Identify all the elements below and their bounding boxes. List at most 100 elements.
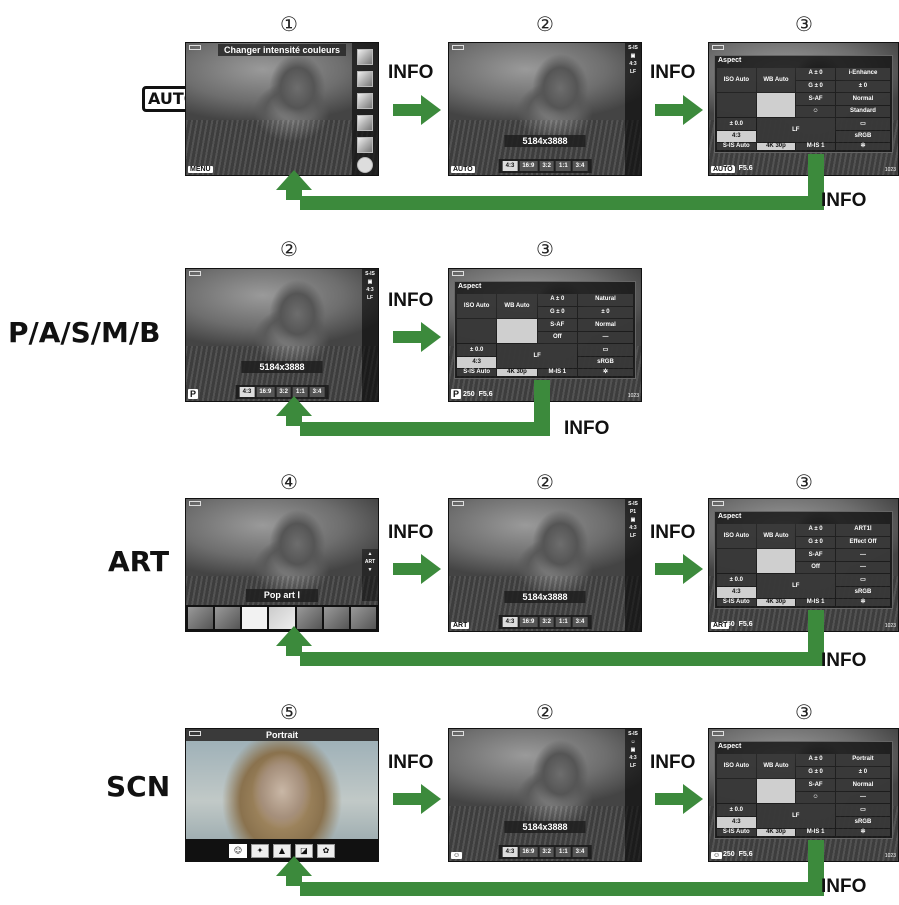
- settings-cell[interactable]: ✲: [836, 599, 890, 606]
- video-cell[interactable]: 4K 30p: [757, 143, 796, 150]
- wb-a-cell[interactable]: A ± 0: [796, 524, 835, 536]
- flash-mode-cell[interactable]: [717, 93, 756, 117]
- ratio-cell[interactable]: 4:3: [717, 817, 756, 829]
- quality-cell[interactable]: LF: [757, 574, 835, 598]
- flash-comp-cell[interactable]: ± 0.0: [717, 574, 756, 586]
- saturation-cell[interactable]: ± 0: [836, 767, 890, 779]
- video-cell[interactable]: 4K 30p: [497, 369, 536, 376]
- gradation-cell[interactable]: Normal: [836, 93, 890, 105]
- iso-cell[interactable]: ISO Auto: [717, 524, 756, 548]
- wb-a-cell[interactable]: A ± 0: [796, 754, 835, 766]
- art-filter-thumb[interactable]: [242, 607, 267, 629]
- dash-cell[interactable]: —: [578, 332, 633, 344]
- settings-cell[interactable]: ✲: [578, 369, 633, 376]
- af-area-cell[interactable]: [757, 93, 796, 117]
- colorspace-cell[interactable]: sRGB: [836, 817, 890, 829]
- drive-cell[interactable]: ▭: [836, 804, 890, 816]
- drive-cell[interactable]: ▭: [836, 118, 890, 130]
- face-cell[interactable]: ☺: [796, 106, 835, 118]
- sis-cell[interactable]: S-IS Auto: [717, 829, 756, 836]
- mis-cell[interactable]: M-IS 1: [538, 369, 577, 376]
- video-cell[interactable]: 4K 30p: [757, 829, 796, 836]
- drive-cell[interactable]: ▭: [836, 574, 890, 586]
- mis-cell[interactable]: M-IS 1: [796, 829, 835, 836]
- face-cell[interactable]: Off: [538, 332, 577, 344]
- wb-a-cell[interactable]: A ± 0: [538, 294, 577, 306]
- colorspace-cell[interactable]: sRGB: [836, 587, 890, 599]
- wb-a-cell[interactable]: A ± 0: [796, 68, 835, 80]
- face-cell[interactable]: ☺: [796, 792, 835, 804]
- quality-cell[interactable]: LF: [757, 804, 835, 828]
- colorspace-cell[interactable]: sRGB: [578, 357, 633, 369]
- picture-mode-cell[interactable]: Portrait: [836, 754, 890, 766]
- mis-cell[interactable]: M-IS 1: [796, 143, 835, 150]
- picture-mode-cell[interactable]: Natural: [578, 294, 633, 306]
- af-mode-cell[interactable]: S-AF: [796, 779, 835, 791]
- standard-cell[interactable]: Standard: [836, 106, 890, 118]
- portrait-scene-icon[interactable]: ☺: [229, 844, 247, 858]
- sis-cell[interactable]: S-IS Auto: [717, 143, 756, 150]
- flash-mode-cell[interactable]: [717, 549, 756, 573]
- super-control-panel[interactable]: Aspect ISO Auto WB Auto A ± 0 i-Enhance …: [714, 55, 893, 153]
- art-effect-cell[interactable]: Effect Off: [836, 537, 890, 549]
- flash-mode-cell[interactable]: [457, 319, 496, 343]
- sis-cell[interactable]: S-IS Auto: [717, 599, 756, 606]
- af-area-cell[interactable]: [757, 549, 796, 573]
- aspect-option[interactable]: 4:3: [240, 387, 255, 397]
- iso-cell[interactable]: ISO Auto: [457, 294, 496, 318]
- flash-comp-cell[interactable]: ± 0.0: [717, 804, 756, 816]
- wb-g-cell[interactable]: G ± 0: [796, 81, 835, 93]
- wb-cell[interactable]: WB Auto: [757, 68, 796, 92]
- gradation-cell[interactable]: Normal: [578, 319, 633, 331]
- super-control-panel[interactable]: Aspect ISO Auto WB Auto A ± 0 Natural G …: [454, 281, 636, 379]
- flash-comp-cell[interactable]: ± 0.0: [457, 344, 496, 356]
- video-cell[interactable]: 4K 30p: [757, 599, 796, 606]
- tone-option-2[interactable]: [357, 71, 373, 87]
- dash-cell[interactable]: —: [836, 792, 890, 804]
- wb-cell[interactable]: WB Auto: [757, 754, 796, 778]
- super-control-panel[interactable]: Aspect ISO Auto WB Auto A ± 0 ART1Ⅰ G ± …: [714, 511, 893, 609]
- wb-cell[interactable]: WB Auto: [757, 524, 796, 548]
- af-area-cell[interactable]: [757, 779, 796, 803]
- tone-option-5[interactable]: [357, 137, 373, 153]
- quality-cell[interactable]: LF: [757, 118, 835, 142]
- dash-cell[interactable]: —: [836, 562, 890, 574]
- gradation-cell[interactable]: Normal: [836, 779, 890, 791]
- picture-mode-cell[interactable]: ART1Ⅰ: [836, 524, 890, 536]
- af-mode-cell[interactable]: S-AF: [796, 93, 835, 105]
- ratio-cell[interactable]: 4:3: [457, 357, 496, 369]
- flash-comp-cell[interactable]: ± 0.0: [717, 118, 756, 130]
- art-filter-thumb[interactable]: [215, 607, 240, 629]
- wb-g-cell[interactable]: G ± 0: [796, 767, 835, 779]
- ratio-cell[interactable]: 4:3: [717, 131, 756, 143]
- af-mode-cell[interactable]: S-AF: [796, 549, 835, 561]
- settings-cell[interactable]: ✲: [836, 829, 890, 836]
- wb-cell[interactable]: WB Auto: [497, 294, 536, 318]
- ratio-cell[interactable]: 4:3: [717, 587, 756, 599]
- tone-option-4[interactable]: [357, 115, 373, 131]
- af-mode-cell[interactable]: S-AF: [538, 319, 577, 331]
- wb-g-cell[interactable]: G ± 0: [538, 307, 577, 319]
- dash-cell[interactable]: —: [836, 549, 890, 561]
- wb-g-cell[interactable]: G ± 0: [796, 537, 835, 549]
- beauty-scene-icon[interactable]: ✦: [251, 844, 269, 858]
- colorspace-cell[interactable]: sRGB: [836, 131, 890, 143]
- iso-cell[interactable]: ISO Auto: [717, 68, 756, 92]
- drive-cell[interactable]: ▭: [578, 344, 633, 356]
- tone-option-1[interactable]: [357, 49, 373, 65]
- saturation-cell[interactable]: ± 0: [836, 81, 890, 93]
- picture-mode-cell[interactable]: i-Enhance: [836, 68, 890, 80]
- af-area-cell[interactable]: [497, 319, 536, 343]
- super-control-panel[interactable]: Aspect ISO Auto WB Auto A ± 0 Portrait G…: [714, 741, 893, 839]
- quality-cell[interactable]: LF: [497, 344, 577, 368]
- saturation-cell[interactable]: ± 0: [578, 307, 633, 319]
- face-cell[interactable]: Off: [796, 562, 835, 574]
- tone-option-3[interactable]: [357, 93, 373, 109]
- menu-badge[interactable]: MENU: [188, 166, 213, 173]
- flash-mode-cell[interactable]: [717, 779, 756, 803]
- sis-cell[interactable]: S-IS Auto: [457, 369, 496, 376]
- art-filter-thumb[interactable]: [188, 607, 213, 629]
- settings-cell[interactable]: ✲: [836, 143, 890, 150]
- iso-cell[interactable]: ISO Auto: [717, 754, 756, 778]
- mis-cell[interactable]: M-IS 1: [796, 599, 835, 606]
